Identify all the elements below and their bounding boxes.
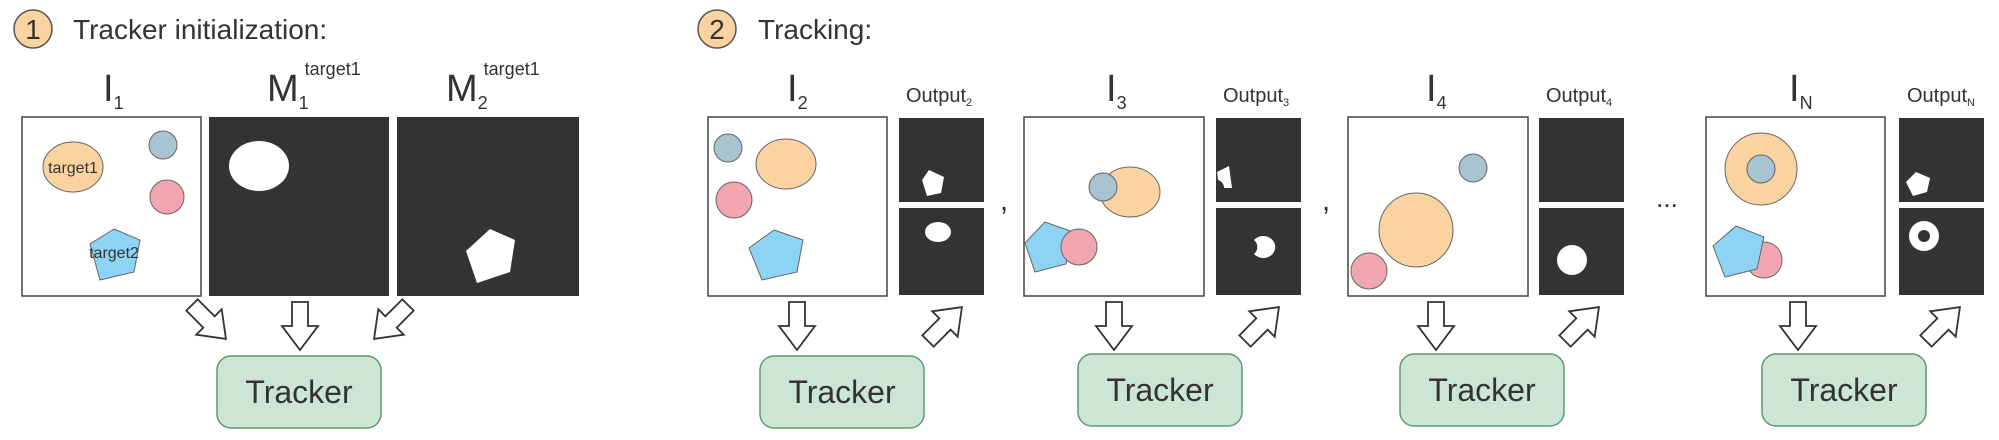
arrow-tracker-to-output <box>1551 293 1613 355</box>
output-masks <box>899 118 984 295</box>
arrow-frame-to-tracker <box>1095 301 1133 351</box>
arrow-m2-to-tracker <box>360 291 422 353</box>
frame-label: I2 <box>787 68 808 113</box>
tracking-section: 2 Tracking: I2 Output2 <box>697 9 1984 429</box>
arrow-frame-to-tracker <box>778 301 816 351</box>
arrow-frame-to-tracker <box>1417 301 1455 351</box>
arrow-i1-to-tracker <box>178 291 240 353</box>
init-section: 1 Tracker initialization: I1 M1target1 M… <box>13 9 579 429</box>
svg-text:Tracker: Tracker <box>245 374 353 410</box>
svg-text:Tracker: Tracker <box>1106 372 1214 408</box>
frame-label: IN <box>1789 68 1813 113</box>
step-1-badge: 1 <box>13 9 53 49</box>
tracker-box: Tracker <box>759 355 925 429</box>
blue-circle <box>148 130 178 160</box>
track-frame-i4-group: I4 Output4 ... Tracker <box>1347 68 1678 427</box>
tracker-box: Tracker <box>1077 353 1243 427</box>
arrow-tracker-to-output <box>914 293 976 355</box>
output-label: Output3 <box>1223 85 1289 109</box>
frame-in <box>1705 116 1886 297</box>
tracking-title: Tracking: <box>758 14 872 45</box>
step-2-badge: 2 <box>697 9 737 49</box>
svg-text:Tracker: Tracker <box>1790 372 1898 408</box>
track-frame-in-group: IN OutputN Trac <box>1705 68 1984 427</box>
frame-label: I3 <box>1106 68 1127 113</box>
arrow-frame-to-tracker <box>1779 301 1817 351</box>
output-label: OutputN <box>1907 85 1975 109</box>
tracker-box: Tracker <box>1399 353 1565 427</box>
frame-i1-label: I1 <box>103 68 124 113</box>
mask2-image <box>397 117 579 296</box>
output-masks <box>1216 118 1301 295</box>
separator-comma: , <box>1322 184 1330 217</box>
target2-pentagon <box>89 228 141 281</box>
frame-i2 <box>707 116 888 297</box>
tracker-box: Tracker <box>1761 353 1927 427</box>
frame-i1: target1 target2 <box>21 116 202 297</box>
frame-i4 <box>1347 116 1529 297</box>
svg-text:2: 2 <box>709 14 725 45</box>
arrow-tracker-to-output <box>1912 293 1974 355</box>
output-masks <box>1539 118 1624 295</box>
init-title: Tracker initialization: <box>73 14 327 45</box>
output-label: Output2 <box>906 85 972 109</box>
mask1-image <box>209 117 389 296</box>
svg-text:1: 1 <box>25 14 41 45</box>
ellipsis: ... <box>1656 183 1678 213</box>
separator-comma: , <box>1000 184 1008 217</box>
track-frame-i2-group: I2 Output2 , Track <box>707 68 1008 429</box>
output-label: Output4 <box>1546 85 1612 109</box>
target2-label: target2 <box>89 245 139 262</box>
frame-label: I4 <box>1426 68 1447 113</box>
output-masks <box>1899 118 1984 295</box>
mask2-label: M2target1 <box>446 59 540 113</box>
mask1-label: M1target1 <box>267 59 361 113</box>
arrow-tracker-to-output <box>1231 293 1293 355</box>
init-tracker-box: Tracker <box>216 355 382 429</box>
pink-circle <box>149 179 185 215</box>
track-frame-i3-group: I3 Output3 , Track <box>1023 68 1330 427</box>
svg-text:Tracker: Tracker <box>1428 372 1536 408</box>
arrow-m1-to-tracker <box>281 301 319 351</box>
target1-ellipse <box>42 141 104 193</box>
frame-i3 <box>1023 116 1205 297</box>
svg-text:Tracker: Tracker <box>788 374 896 410</box>
target1-label: target1 <box>48 160 98 177</box>
